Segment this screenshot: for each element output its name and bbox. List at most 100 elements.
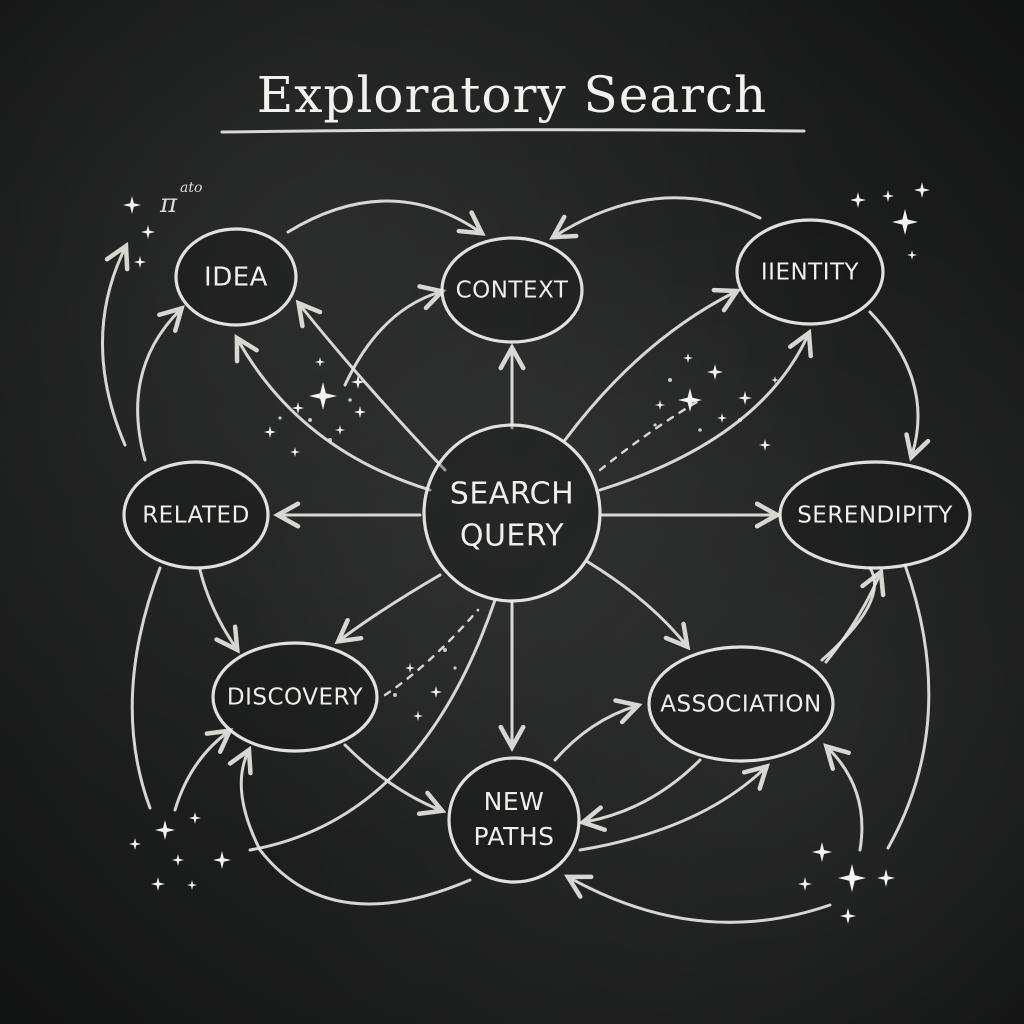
- arrow-related-discovery: [198, 568, 236, 648]
- star-clusters: [123, 182, 930, 924]
- arrow-stars-newpaths: [570, 878, 832, 924]
- node-idea-label: IDEA: [204, 263, 268, 293]
- chalk-dot: [308, 418, 312, 422]
- chalk-dot: [348, 398, 352, 402]
- pi-superscript: ato: [180, 180, 202, 196]
- arrow-association-newpaths: [585, 758, 702, 822]
- sparkle-star-icon: [134, 256, 146, 268]
- sparkle-star-icon: [141, 225, 155, 239]
- sparkle-star-icon: [683, 353, 693, 363]
- sparkle-star-icon: [292, 402, 304, 414]
- sparkle-star-icon: [187, 880, 197, 890]
- node-context: CONTEXT: [440, 236, 584, 344]
- arrow-newpaths-association: [553, 706, 636, 762]
- arrow-discovery-newpaths: [343, 743, 440, 810]
- sparkle-star-icon: [129, 838, 141, 850]
- pi-annotation: π ato: [159, 180, 202, 219]
- sparkle-star-icon: [877, 869, 895, 887]
- node-association: ASSOCIATION: [647, 645, 835, 763]
- node-association-label: ASSOCIATION: [660, 692, 821, 718]
- chalk-dot: [278, 416, 282, 420]
- arrow-related-idea: [136, 310, 180, 462]
- node-identity-label: IIENTITY: [761, 260, 860, 286]
- sparkle-star-icon: [838, 864, 866, 892]
- chalk-dot: [653, 423, 657, 427]
- sparkle-star-icon: [335, 425, 345, 435]
- sparkle-star-icon: [213, 851, 231, 869]
- arrow-identity-serendipity: [868, 310, 918, 455]
- sparkle-star-icon: [189, 812, 201, 824]
- outer-arrows: [101, 196, 931, 924]
- sparkle-star-icon: [655, 400, 665, 410]
- arrow-idea-context: [343, 292, 440, 387]
- sparkle-star-icon: [315, 357, 325, 367]
- arrow-query-association: [586, 560, 686, 645]
- sparkle-star-icon: [707, 364, 723, 380]
- arrow-query-discovery: [340, 573, 442, 640]
- radial-arrows: [238, 292, 808, 745]
- node-related-label: RELATED: [142, 503, 250, 529]
- sparkle-star-icon: [907, 250, 917, 260]
- arrow-serendipity-association-line: [820, 566, 876, 662]
- node-related: RELATED: [122, 460, 270, 570]
- node-search-query-line2: QUERY: [460, 519, 564, 554]
- arrow-newpaths-discovery: [241, 752, 472, 906]
- sparkle-star-icon: [678, 388, 702, 412]
- sparkle-star-icon: [914, 182, 930, 198]
- chalk-dot: [443, 648, 447, 652]
- arrow-stars-query: [248, 598, 497, 852]
- title-underline: [220, 128, 806, 134]
- node-search-query: SEARCH QUERY: [422, 423, 602, 603]
- sparkle-star-icon: [172, 854, 184, 866]
- arrow-query-idea-2: [238, 340, 432, 492]
- chalk-dot: [328, 438, 332, 442]
- arrow-idea-context-top: [286, 199, 480, 232]
- sparkle-star-icon: [840, 908, 856, 924]
- chalk-dot: [453, 666, 457, 670]
- chalk-dot: [698, 428, 702, 432]
- arrow-stars-association: [828, 748, 864, 852]
- sparkle-star-icon: [151, 877, 165, 891]
- node-identity: IIENTITY: [735, 218, 885, 326]
- node-new-paths: NEW PATHS: [447, 756, 581, 884]
- node-new-paths-line1: NEW: [484, 787, 545, 816]
- sparkle-star-icon: [892, 209, 918, 235]
- arrow-query-identity-2: [598, 335, 808, 492]
- node-serendipity-label: SERENDIPITY: [797, 503, 953, 529]
- sparkle-star-icon: [309, 382, 337, 410]
- arrow-related-top: [101, 248, 126, 447]
- sparkle-star-icon: [850, 192, 866, 208]
- arrow-stars-discovery: [173, 732, 228, 812]
- sparkle-star-icon: [812, 842, 832, 862]
- sparkle-star-icon: [405, 663, 415, 673]
- sparkle-star-icon: [290, 447, 300, 457]
- arrow-newpaths-association-2: [578, 768, 765, 852]
- chalk-dot: [393, 693, 397, 697]
- sparkle-star-icon: [738, 391, 752, 405]
- arrow-related-down: [130, 566, 162, 810]
- node-search-query-line1: SEARCH: [450, 477, 574, 512]
- sparkle-trails: [383, 398, 702, 697]
- arrow-serendipity-down: [886, 563, 931, 850]
- sparkle-star-icon: [155, 820, 175, 840]
- sparkle-star-icon: [351, 375, 365, 389]
- arrow-query-idea: [300, 305, 447, 472]
- diagram-title: Exploratory Search: [257, 66, 768, 124]
- chalk-dot: [738, 418, 742, 422]
- sparkle-star-icon: [264, 426, 276, 438]
- arrow-association-serendipity: [824, 574, 880, 664]
- sparkle-star-icon: [354, 406, 366, 418]
- sparkle-star-icon: [798, 877, 812, 891]
- node-discovery: DISCOVERY: [211, 641, 379, 753]
- node-discovery-label: DISCOVERY: [227, 685, 364, 711]
- sparkle-star-icon: [430, 686, 442, 698]
- sparkle-star-icon: [123, 196, 141, 214]
- sparkle-star-icon: [882, 190, 894, 202]
- arrow-query-identity: [563, 292, 735, 442]
- pi-symbol: π: [159, 189, 178, 219]
- node-context-label: CONTEXT: [456, 278, 569, 304]
- chalk-dot: [668, 378, 672, 382]
- arrow-identity-context-top: [555, 196, 762, 236]
